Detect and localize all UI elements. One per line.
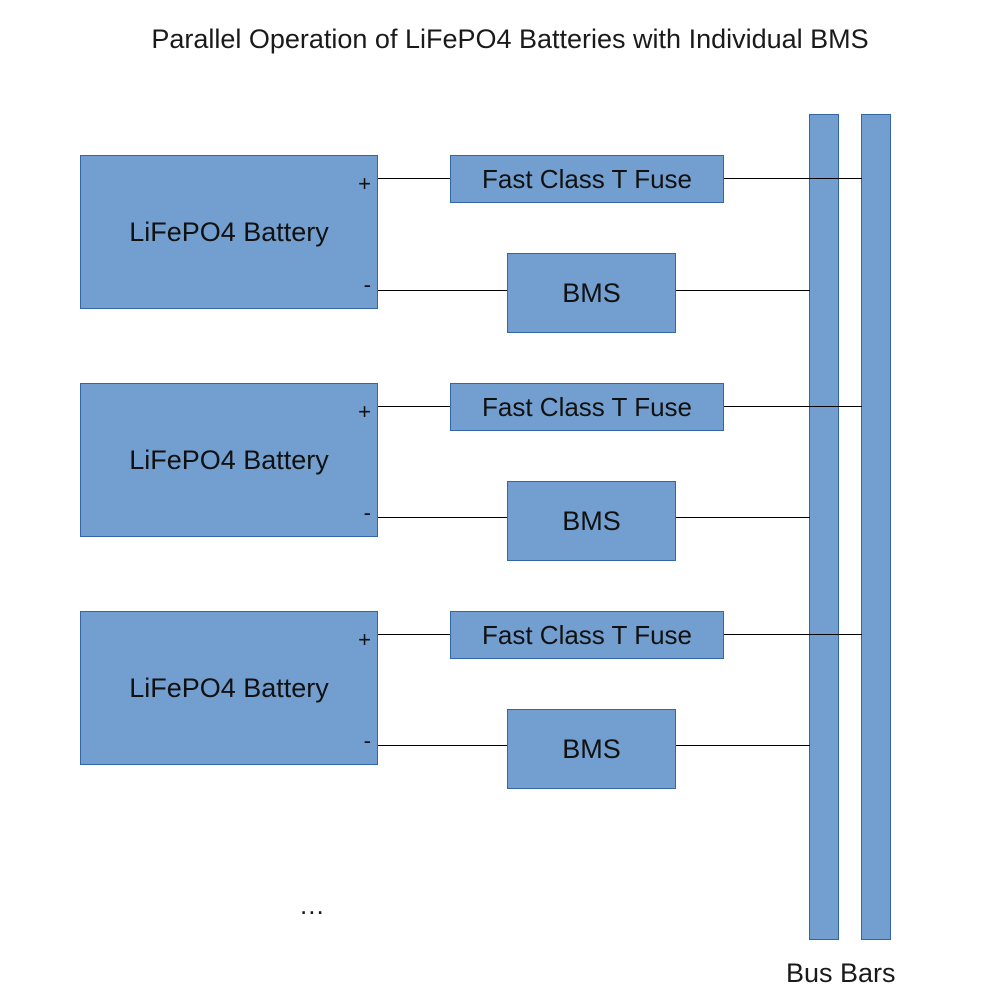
bms-label: BMS (562, 505, 621, 536)
fuse-label: Fast Class T Fuse (482, 391, 692, 422)
positive-terminal-label: + (358, 399, 371, 424)
positive-wire-battery-to-fuse (378, 634, 450, 635)
negative-wire-battery-to-bms (378, 290, 508, 291)
bus-bars-label: Bus Bars (786, 958, 896, 988)
fuse-label: Fast Class T Fuse (482, 619, 692, 650)
battery-2: LiFePO4 Battery + - (80, 383, 378, 537)
battery-label: LiFePO4 Battery (129, 216, 329, 247)
bms-label: BMS (562, 277, 621, 308)
positive-terminal-label: + (358, 627, 371, 652)
fuse-2: Fast Class T Fuse (450, 383, 724, 431)
negative-terminal-label: - (363, 728, 371, 753)
negative-wire-battery-to-bms (378, 745, 508, 746)
positive-wire-fuse-to-bus (723, 634, 862, 635)
battery-label: LiFePO4 Battery (129, 672, 329, 703)
negative-bus-bar (809, 114, 839, 940)
bms-label: BMS (562, 733, 621, 764)
positive-wire-battery-to-fuse (378, 406, 450, 407)
negative-terminal-label: - (363, 500, 371, 525)
bms-2: BMS (507, 481, 676, 561)
positive-bus-bar (861, 114, 891, 940)
fuse-3: Fast Class T Fuse (450, 611, 724, 659)
positive-terminal-label: + (358, 171, 371, 196)
negative-wire-bms-to-bus (675, 745, 810, 746)
bms-3: BMS (507, 709, 676, 789)
positive-wire-fuse-to-bus (723, 178, 862, 179)
fuse-1: Fast Class T Fuse (450, 155, 724, 203)
positive-wire-battery-to-fuse (378, 178, 450, 179)
battery-label: LiFePO4 Battery (129, 444, 329, 475)
continuation-ellipsis: ... (300, 890, 325, 920)
positive-wire-fuse-to-bus (723, 406, 862, 407)
negative-wire-battery-to-bms (378, 517, 508, 518)
negative-terminal-label: - (363, 272, 371, 297)
battery-3: LiFePO4 Battery + - (80, 611, 378, 765)
negative-wire-bms-to-bus (675, 517, 810, 518)
bms-1: BMS (507, 253, 676, 333)
fuse-label: Fast Class T Fuse (482, 163, 692, 194)
negative-wire-bms-to-bus (675, 290, 810, 291)
battery-1: LiFePO4 Battery + - (80, 155, 378, 309)
diagram-title: Parallel Operation of LiFePO4 Batteries … (151, 24, 869, 54)
